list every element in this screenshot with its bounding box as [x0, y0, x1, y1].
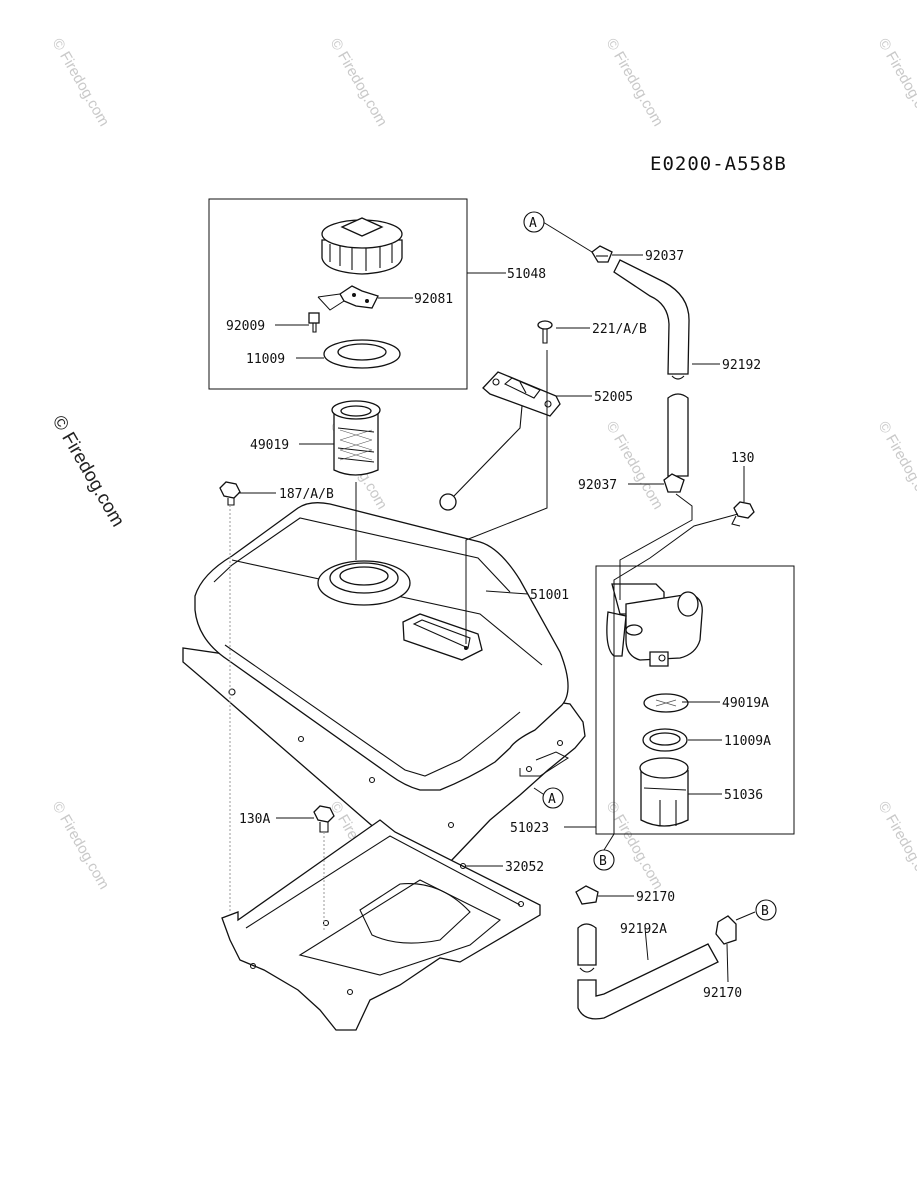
- label-92037-mid: 92037: [578, 478, 617, 493]
- cap-group-box: [208, 198, 468, 390]
- label-92170-left: 92170: [636, 890, 675, 905]
- diagram-code: E0200-A558B: [650, 153, 787, 175]
- dashed-guides: [229, 505, 325, 930]
- label-11009: 11009: [246, 352, 285, 367]
- watermark: © Firedog.com: [603, 36, 667, 130]
- label-187: 187/A/B: [279, 487, 334, 502]
- label-51023: 51023: [510, 821, 549, 836]
- label-221: 221/A/B: [592, 322, 647, 337]
- watermark: © Firedog.com: [49, 36, 113, 130]
- fuel-cock-group-box: [595, 565, 795, 835]
- ref-marker-b-right: B: [755, 899, 777, 921]
- fuel-cap: [321, 217, 403, 275]
- label-51048: 51048: [507, 267, 546, 282]
- fuel-tank: [182, 502, 586, 869]
- fuel-hose: [613, 259, 690, 477]
- ref-letter: B: [599, 854, 607, 869]
- label-49019: 49019: [250, 438, 289, 453]
- bolt-130A: [313, 805, 335, 833]
- watermark-side: © Firedog.com: [48, 412, 129, 531]
- label-92081: 92081: [414, 292, 453, 307]
- screw-92009: [308, 312, 320, 333]
- cap-gasket-plate: [317, 285, 379, 311]
- ref-letter: A: [548, 792, 556, 807]
- label-130: 130: [731, 451, 754, 466]
- watermark: © Firedog.com: [875, 419, 917, 513]
- screw-221: [537, 320, 553, 344]
- fuel-hose-lower: [577, 923, 719, 1020]
- fuel-cup: [639, 757, 689, 827]
- label-92192A: 92192A: [620, 922, 667, 937]
- cap-washer: [323, 339, 401, 369]
- watermark: © Firedog.com: [327, 36, 391, 130]
- watermark: © Firedog.com: [603, 419, 667, 513]
- label-92192: 92192: [722, 358, 761, 373]
- label-130A: 130A: [239, 812, 270, 827]
- part-labels: 51048 92081 92009 11009 49019 187/A/B 51…: [226, 249, 771, 1001]
- fuel-strainer: [331, 400, 381, 476]
- label-49019A: 49019A: [722, 696, 769, 711]
- ref-marker-a-bottom: A: [542, 787, 564, 809]
- label-92037-top: 92037: [645, 249, 684, 264]
- bolt-130: [731, 501, 755, 527]
- clamp-92170-right: [715, 915, 737, 945]
- label-52005: 52005: [594, 390, 633, 405]
- clamp-92037-mid: [663, 473, 685, 493]
- ref-marker-a-top: A: [523, 211, 545, 233]
- filter-screen: [643, 693, 689, 713]
- tank-base-plate: [221, 819, 541, 1031]
- ref-marker-b-left: B: [593, 849, 615, 871]
- ref-letter: B: [761, 904, 769, 919]
- label-51001: 51001: [530, 588, 569, 603]
- label-92009: 92009: [226, 319, 265, 334]
- label-51036: 51036: [724, 788, 763, 803]
- watermark: © Firedog.com: [49, 799, 113, 893]
- bolt-187: [219, 481, 241, 506]
- label-92170-right: 92170: [703, 986, 742, 1001]
- ref-letter: A: [529, 216, 537, 231]
- label-32052: 32052: [505, 860, 544, 875]
- clamp-92037-top: [591, 245, 613, 263]
- leader-lines: [238, 221, 756, 983]
- watermark: © Firedog.com: [875, 799, 917, 893]
- fuel-cock: [606, 583, 703, 667]
- cup-gasket: [642, 728, 688, 752]
- fuel-gauge: [439, 371, 561, 511]
- clamp-92170-left: [575, 885, 599, 905]
- watermark: © Firedog.com: [875, 36, 917, 130]
- label-11009A: 11009A: [724, 734, 771, 749]
